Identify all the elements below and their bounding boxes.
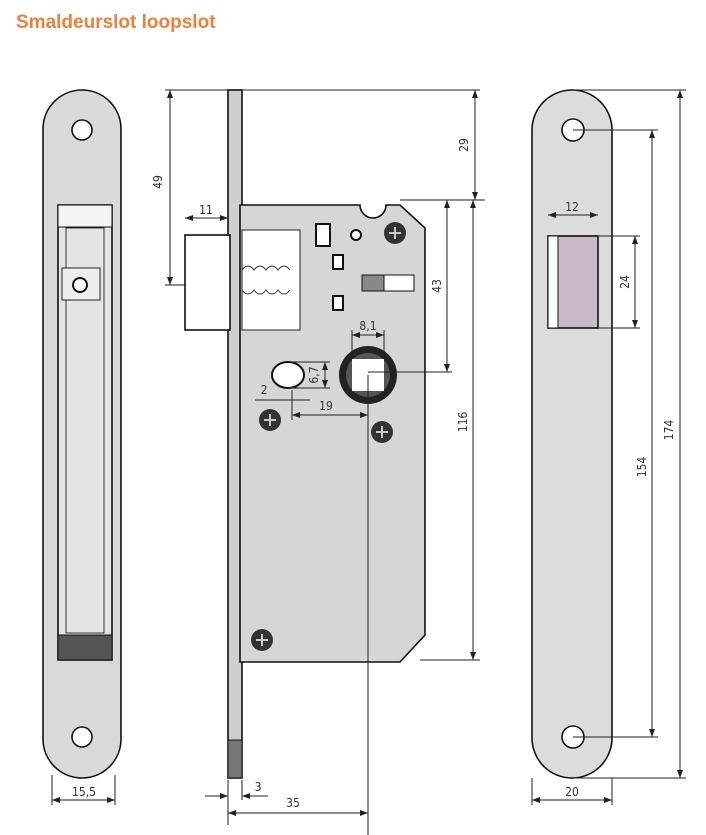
dim-strike-height: 174 xyxy=(662,420,676,441)
screw-hole-icon xyxy=(71,726,93,748)
cylinder-hole xyxy=(271,361,305,389)
page-title: Smaldeurslot loopslot xyxy=(16,12,216,33)
spring-icon xyxy=(241,265,291,295)
dim-hole-offset: 2 xyxy=(261,383,268,397)
dim-strike-opening-height: 24 xyxy=(618,275,632,289)
dim-hole-distance: 19 xyxy=(319,399,333,413)
dim-plate-thickness: 3 xyxy=(255,780,262,794)
dim-front-width: 15,5 xyxy=(72,785,96,799)
dim-top-offset: 29 xyxy=(457,138,471,152)
screw-hole-icon xyxy=(71,119,93,141)
dim-follower-offset: 43 xyxy=(430,279,444,293)
screw-icon xyxy=(251,222,406,651)
dim-hole-height: 6,7 xyxy=(307,366,321,383)
dim-strike-width: 20 xyxy=(565,785,579,799)
lock-body-side-view: 49 11 29 43 116 8,1 6,7 2 19 xyxy=(151,89,485,835)
strike-plate-view: 12 24 154 174 20 xyxy=(531,89,686,805)
dim-strike-hole-distance: 154 xyxy=(635,457,649,478)
latch-bolt xyxy=(184,234,231,331)
dim-latch-projection: 11 xyxy=(199,203,213,217)
front-faceplate-view: 15,5 xyxy=(42,89,122,805)
dim-strike-opening-width: 12 xyxy=(565,200,579,214)
dim-backset: 35 xyxy=(286,796,300,810)
dim-follower-square: 8,1 xyxy=(359,319,376,333)
dim-body-height: 116 xyxy=(456,412,470,433)
dim-latch-height: 49 xyxy=(151,175,165,189)
